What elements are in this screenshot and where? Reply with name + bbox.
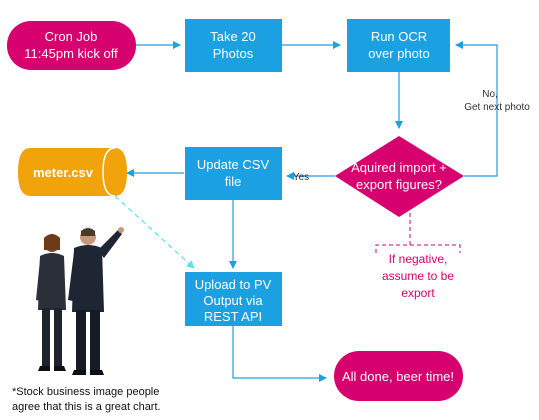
ocr-line-1: Run OCR: [371, 29, 427, 44]
annotation-line-2: assume to be: [382, 269, 454, 283]
annotation-line-3: export: [401, 286, 435, 300]
edge-label-no-line-1: No,: [482, 89, 498, 100]
edge-csv-to-upload-dashed: [114, 195, 195, 269]
node-decision: Aquired import + export figures?: [335, 136, 464, 217]
node-take-photos: Take 20 Photos: [185, 19, 282, 72]
business-people-image: [36, 227, 124, 375]
node-cron-job: Cron Job 11:45pm kick off: [7, 21, 136, 70]
annotation-line-1: If negative,: [389, 252, 448, 266]
update-csv-line-1: Update CSV: [197, 157, 270, 172]
cron-line-1: Cron Job: [45, 29, 98, 44]
edge-decision-no-loop: [455, 41, 498, 177]
photos-line-1: Take 20: [210, 29, 256, 44]
photos-line-2: Photos: [213, 46, 254, 61]
update-csv-line-2: file: [225, 174, 242, 189]
upload-line-2: Output via: [203, 293, 263, 308]
decision-line-2: export figures?: [356, 177, 442, 192]
decision-line-1: Aquired import +: [351, 160, 447, 175]
cron-line-2: 11:45pm kick off: [24, 46, 118, 61]
ocr-line-2: over photo: [368, 46, 429, 61]
upload-line-3: REST API: [204, 309, 262, 324]
meter-csv-label: meter.csv: [33, 165, 94, 180]
node-run-ocr: Run OCR over photo: [347, 19, 450, 72]
footnote-line-2: agree that this is a great chart.: [12, 401, 161, 413]
edge-label-yes: Yes: [293, 172, 309, 183]
upload-line-1: Upload to PV: [195, 277, 272, 292]
node-meter-csv: meter.csv: [18, 147, 127, 197]
footnote-line-1: *Stock business image people: [12, 386, 159, 398]
done-label: All done, beer time!: [342, 369, 454, 384]
node-update-csv: Update CSV file: [185, 147, 282, 200]
annotation-bracket: [375, 244, 461, 253]
node-all-done: All done, beer time!: [334, 351, 463, 401]
edge-label-no-line-2: Get next photo: [464, 102, 530, 113]
node-upload: Upload to PV Output via REST API: [185, 272, 282, 326]
edge-upload-to-done: [232, 326, 327, 382]
